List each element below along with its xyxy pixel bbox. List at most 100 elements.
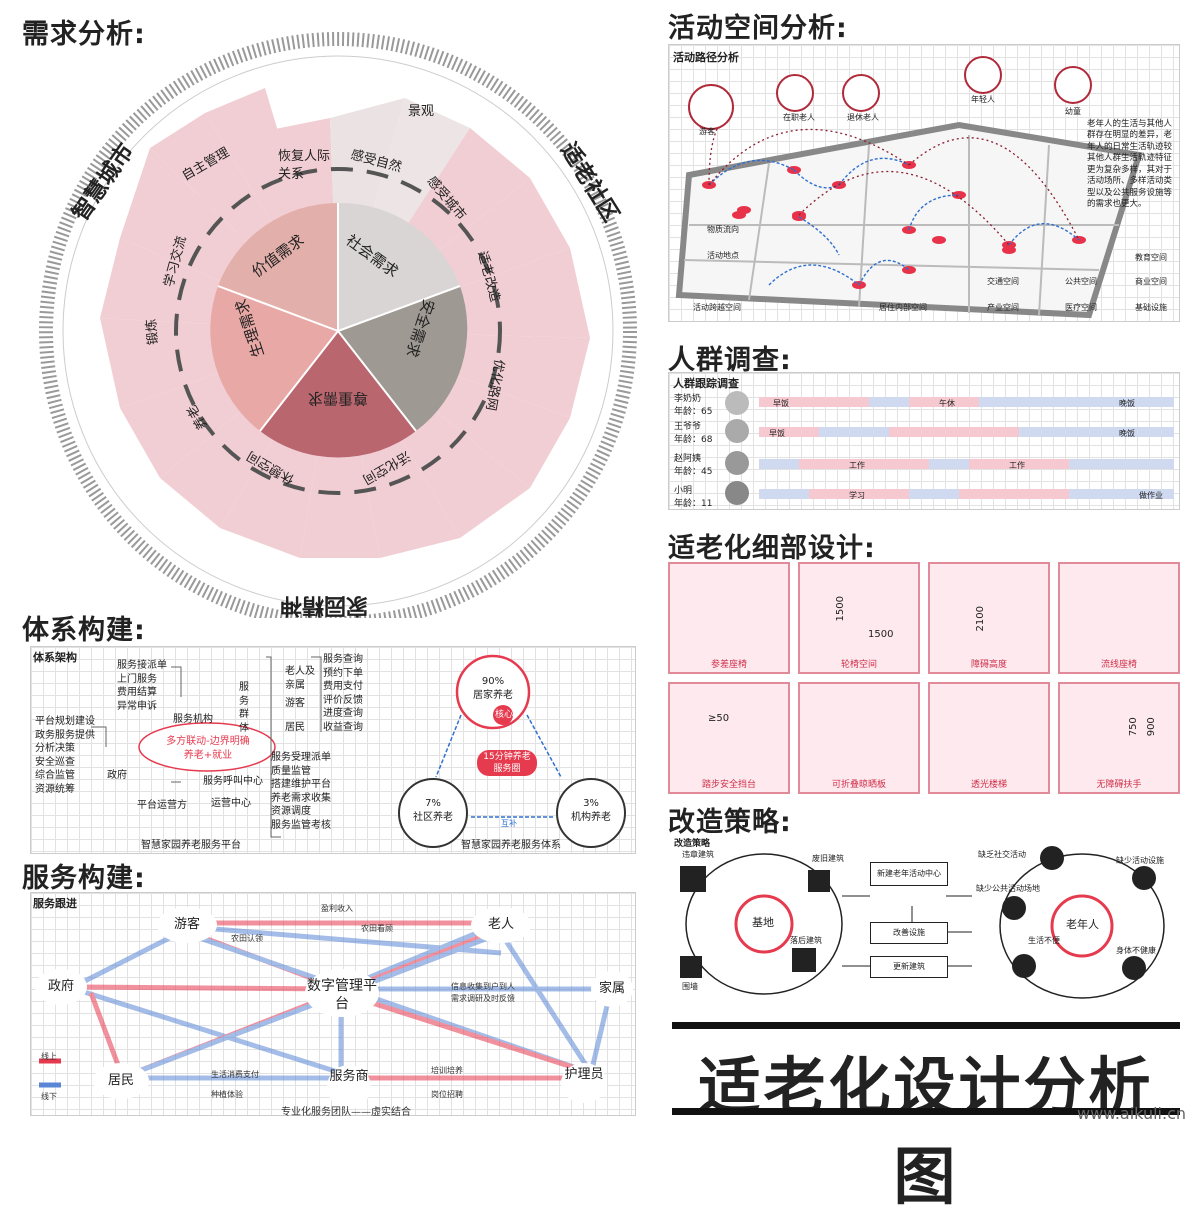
person-child: 幼童	[1065, 107, 1081, 116]
legend-education: 教育空间	[1135, 253, 1167, 262]
service-panel: 服务跟进 游客 老人 政府 数字管理平台 家属 居民 服务商 护	[30, 892, 636, 1118]
legend-public: 公共空间	[1065, 277, 1097, 286]
detail-cell: 轮椅空间	[798, 562, 920, 674]
link-label: 种植体验	[211, 1090, 243, 1099]
detail-cell: 踏步安全挡台	[668, 682, 790, 794]
oval-text: 多方联动-边界明确养老+就业	[166, 736, 250, 761]
act-label: 午休	[939, 399, 955, 408]
timeline-bar	[759, 397, 869, 407]
link-label: 农田认领	[231, 934, 263, 943]
ring-bottom: 家园精神	[280, 592, 369, 618]
operator-label: 平台运营方	[137, 800, 187, 811]
activity-sub: 活动路径分析	[673, 51, 739, 64]
detail-cell: 可折叠晾晒板	[798, 682, 920, 794]
person-working: 在职老人	[783, 113, 815, 122]
right-item-5: 身体不健康	[1116, 946, 1156, 955]
system-sub: 体系架构	[33, 651, 77, 664]
tri-center: 15分钟养老服务圈	[483, 752, 531, 775]
top-list: 服务接派单上门服务费用结算异常申诉	[117, 660, 167, 712]
detail-cell: 参差座椅	[668, 562, 790, 674]
left-item-abandoned: 废旧建筑	[812, 854, 844, 863]
node-tourist: 游客	[157, 907, 217, 943]
left-item-illegal: 违章建筑	[682, 850, 714, 859]
node-provider: 服务商	[327, 1065, 371, 1109]
caption-left: 智慧家园养老服务平台	[141, 840, 241, 851]
agency-label: 服务机构	[173, 714, 213, 725]
crowd-row-3: 赵阿姨年龄：45	[674, 454, 713, 477]
box-update: 更新建筑	[870, 956, 948, 978]
left-list: 平台规划建设政务服务提供分析决策 安全巡查综合监管资源统筹	[35, 716, 95, 795]
crowd-row-2: 王爷爷年龄：68	[674, 422, 713, 445]
act-label: 工作	[1009, 461, 1025, 470]
outer-social: 恢复人际关系	[278, 149, 331, 182]
dim-wheel-b: 1500	[868, 629, 894, 640]
service-caption: 专业化服务团队——虚实结合	[281, 1107, 411, 1118]
right-item-2: 缺少活动设施	[1116, 856, 1164, 865]
legend-offline: 线下	[41, 1092, 57, 1101]
renovate-panel: 改造策略 基地 老年人 违章建筑 废旧建筑 围墙 落后建筑 缺乏社交活动 缺少活…	[672, 836, 1180, 1012]
callcenter-label: 服务呼叫中心	[203, 776, 263, 787]
timeline-bar	[799, 459, 929, 469]
title-bar-bottom	[672, 1108, 1180, 1115]
crowd-sub: 人群跟踪调查	[673, 377, 739, 390]
heading-activity: 活动空间分析:	[668, 13, 848, 44]
detail-cell: 流线座椅	[1058, 562, 1180, 674]
person-tourist: 游客	[699, 127, 715, 136]
node-platform: 数字管理平台	[305, 969, 379, 1017]
groups-title: 服务群体	[239, 682, 249, 734]
activity-panel: 活动路径分析	[668, 44, 1180, 322]
act-label: 早饭	[769, 429, 785, 438]
link-label: 生活消费支付	[211, 1070, 259, 1079]
right-top: 服务查询预约下单费用支付 评价反馈进度查询收益查询	[323, 654, 363, 733]
link-label: 需求调研及时反馈	[451, 994, 515, 1003]
person-retired: 退休老人	[847, 113, 879, 122]
watermark: www.aikuli.cn	[1077, 1104, 1186, 1123]
avatar	[725, 419, 749, 443]
group-tourist: 游客	[285, 698, 305, 709]
left-item-outdated: 落后建筑	[790, 936, 822, 945]
left-center: 基地	[752, 916, 774, 929]
person-young: 年轻人	[971, 95, 995, 104]
demand-diagram: 智慧城市 适老社区 家园精神 价值需求 社会需求 安全需求 尊重需求 生理需求 …	[30, 18, 660, 618]
legend-traffic: 交通空间	[987, 277, 1019, 286]
legend-medical: 医疗空间	[1065, 303, 1097, 312]
legend-place: 活动地点	[707, 251, 739, 260]
group-resident: 居民	[285, 722, 305, 733]
link-label: 培训培养	[431, 1066, 463, 1075]
act-label: 学习	[849, 491, 865, 500]
node-resident: 居民	[93, 1063, 149, 1099]
act-label: 早饭	[773, 399, 789, 408]
legend-cross: 活动跨越空间	[693, 303, 741, 312]
tri-inst: 3%机构养老	[571, 798, 611, 823]
timeline-bar	[909, 397, 979, 407]
legend-infra: 基础设施	[1135, 303, 1167, 312]
tri-edge-mutual: 互补	[501, 819, 517, 828]
legend-flow: 物质流向	[707, 225, 739, 234]
dim-rail-b: 900	[1145, 717, 1157, 737]
core-pie	[210, 202, 468, 458]
timeline-bar	[889, 427, 1019, 437]
act-label: 做作业	[1139, 491, 1163, 500]
dim-height: 2100	[974, 606, 986, 632]
outer-exercise: 锻炼	[144, 318, 162, 346]
right-item-3: 缺少公共活动场地	[976, 884, 1040, 893]
page-title: 适老化设计分析图	[698, 1050, 1154, 1213]
link-label: 盈利收入	[321, 904, 353, 913]
node-gov: 政府	[35, 969, 87, 1005]
group-elder: 老人及亲属	[285, 666, 315, 691]
title-bar-top	[672, 1022, 1180, 1029]
service-sub: 服务跟进	[33, 897, 77, 910]
crowd-row-4: 小明年龄：11	[674, 486, 713, 509]
detail-grid: 参差座椅 轮椅空间 障碍高度 流线座椅 踏步安全挡台 可折叠晾晒板 透光楼梯 无…	[668, 562, 1180, 798]
act-label: 晚饭	[1119, 429, 1135, 438]
node-nurse: 护理员	[561, 1063, 607, 1103]
act-label: 工作	[849, 461, 865, 470]
opscenter-label: 运营中心	[211, 798, 251, 809]
detail-cell: 透光楼梯	[928, 682, 1050, 794]
node-family: 家属	[591, 971, 633, 1007]
node-elder: 老人	[471, 907, 531, 943]
avatar	[725, 391, 749, 415]
timeline-bar	[959, 489, 1069, 499]
heading-detail: 适老化细部设计:	[668, 533, 876, 564]
box-new-center: 新建老年活动中心	[870, 862, 948, 886]
